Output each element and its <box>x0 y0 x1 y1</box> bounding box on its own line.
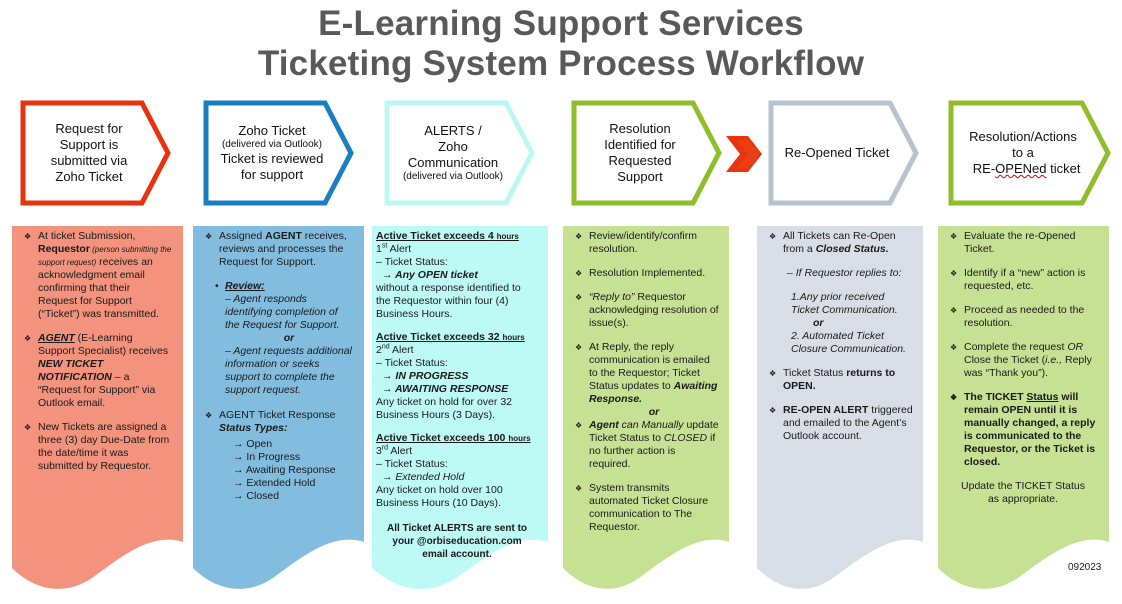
alert-1: Active Ticket exceeds 4 hours 1st Alert … <box>376 230 521 320</box>
bullet-resolution-implemented: Resolution Implemented. <box>573 267 719 280</box>
panel-ticket-review: Assigned AGENT receives, reviews and pro… <box>193 226 375 596</box>
bullet-manual-close: Agent can Manually update Ticket Status … <box>573 419 719 471</box>
panel-reopened: All Tickets can Re-Open from a Closed St… <box>757 226 939 596</box>
status-type-item: → Awaiting Response <box>233 464 336 476</box>
panel-reopened-actions: Evaluate the re-Opened Ticket. Identify … <box>938 226 1120 596</box>
alert-2: Active Ticket exceeds 32 hours 2nd Alert… <box>376 331 525 421</box>
bullet-complete-or-close: Complete the request OR Close the Ticket… <box>948 341 1098 380</box>
bullet-evaluate: Evaluate the re-Opened Ticket. <box>948 230 1098 256</box>
update-status-note: Update the TICKET Status as appropriate. <box>961 480 1085 505</box>
bullet-agent-processes: Assigned AGENT receives, reviews and pro… <box>203 230 353 269</box>
bullet-identify-action: Identify if a “new” action is requested,… <box>948 267 1098 293</box>
status-type-item: → Open <box>233 438 273 450</box>
bullet-due-date: New Tickets are assigned a three (3) day… <box>22 421 172 473</box>
panel-background <box>372 226 548 589</box>
bullet-agent-notification: AGENT (E-Learning Support Specialist) re… <box>22 332 172 410</box>
bullet-status-returns: Ticket Status returns to OPEN. <box>767 367 913 393</box>
bullet-reply-to: “Reply to” Requestor acknowledging resol… <box>573 291 719 330</box>
bullet-reopen-alert: RE-OPEN ALERT triggered and emailed to t… <box>767 404 913 443</box>
chevron-shape <box>948 100 1111 206</box>
chevron-shape <box>203 100 354 206</box>
bullet-status-remains-open: The TICKET Status will remain OPEN until… <box>948 391 1098 469</box>
title-line-2: Ticketing System Process Workflow <box>257 44 865 83</box>
step-5-chevron: Re-Opened Ticket <box>768 100 920 206</box>
step-5-label: Re-Opened Ticket <box>784 145 890 160</box>
status-type-list: → Open → In Progress → Awaiting Response… <box>219 438 353 503</box>
chevron-shape <box>768 100 919 206</box>
panel-resolution: Review/identify/confirm resolution. Reso… <box>563 226 745 596</box>
status-type-item: → Extended Hold <box>233 477 316 489</box>
step-2-label: Zoho Ticket(delivered via Outlook)Ticket… <box>220 123 324 182</box>
bullet-proceed: Proceed as needed to the resolution. <box>948 304 1098 330</box>
panel-alerts: Active Ticket exceeds 4 hours 1st Alert … <box>372 226 554 596</box>
alerts-footer-note: All Ticket ALERTS are sent to your @orbi… <box>386 523 528 560</box>
bullet-can-reopen: All Tickets can Re-Open from a Closed St… <box>767 230 913 356</box>
version-code: 092023 <box>1068 562 1102 573</box>
title-line-1: E-Learning Support Services <box>318 4 804 43</box>
chevron-shape <box>571 100 722 206</box>
chevron-shape <box>384 100 535 206</box>
page-title: E-Learning Support Services Ticketing Sy… <box>0 4 1122 84</box>
bullet-closure-communication: System transmits automated Ticket Closur… <box>573 482 719 534</box>
review-section: • Review: – Agent responds identifying c… <box>215 280 352 396</box>
bullet-ticket-submission: At ticket Submission, Requestor (person … <box>22 230 172 321</box>
panel-request-submitted: At ticket Submission, Requestor (person … <box>12 226 194 596</box>
step-2-chevron: Zoho Ticket(delivered via Outlook)Ticket… <box>203 100 355 206</box>
alert-3: Active Ticket exceeds 100 hours 3rd Aler… <box>376 432 531 509</box>
bullet-at-reply: At Reply, the reply communication is ema… <box>573 341 719 419</box>
status-type-item: → Closed <box>233 490 280 502</box>
status-type-item: → In Progress <box>233 451 301 463</box>
chevron-shape <box>20 100 171 206</box>
bullet-review-resolution: Review/identify/confirm resolution. <box>573 230 719 256</box>
chevron-right-arrow-icon <box>726 136 762 172</box>
